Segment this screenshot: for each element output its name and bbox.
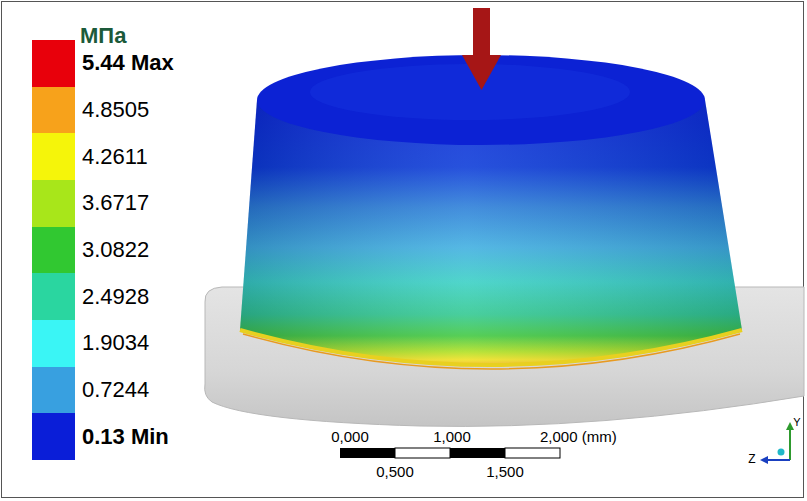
axis-label: Y — [793, 416, 800, 429]
scale-label: 2,000 (mm) — [540, 428, 617, 445]
scale-label: 0,500 — [376, 463, 414, 480]
scale-label: 0,000 — [331, 428, 369, 445]
legend-value: 0.7244 — [82, 377, 149, 402]
scale-label: 1,000 — [433, 428, 471, 445]
legend-value: 3.6717 — [82, 191, 149, 216]
unit-label: МПа — [80, 23, 126, 48]
legend-value: 3.0822 — [82, 237, 149, 262]
legend-swatch — [32, 87, 75, 134]
legend-value: 4.2611 — [82, 144, 148, 169]
legend-swatch — [32, 227, 75, 274]
legend-swatch — [32, 413, 75, 460]
axis-label: Z — [748, 453, 755, 467]
legend-swatch — [32, 40, 75, 87]
legend-swatch — [32, 133, 75, 180]
legend-value: 0.13 Min — [82, 424, 169, 449]
legend-value: 2.4928 — [82, 284, 149, 309]
legend-swatch — [32, 367, 75, 414]
legend-value: 4.8505 — [82, 97, 149, 122]
scale-label: 1,500 — [486, 463, 524, 480]
legend-swatch — [32, 180, 75, 227]
legend-swatch — [32, 320, 75, 367]
legend-value: 5.44 Max — [82, 51, 174, 76]
legend-swatch — [32, 273, 75, 320]
legend-value: 1.9034 — [82, 331, 149, 356]
